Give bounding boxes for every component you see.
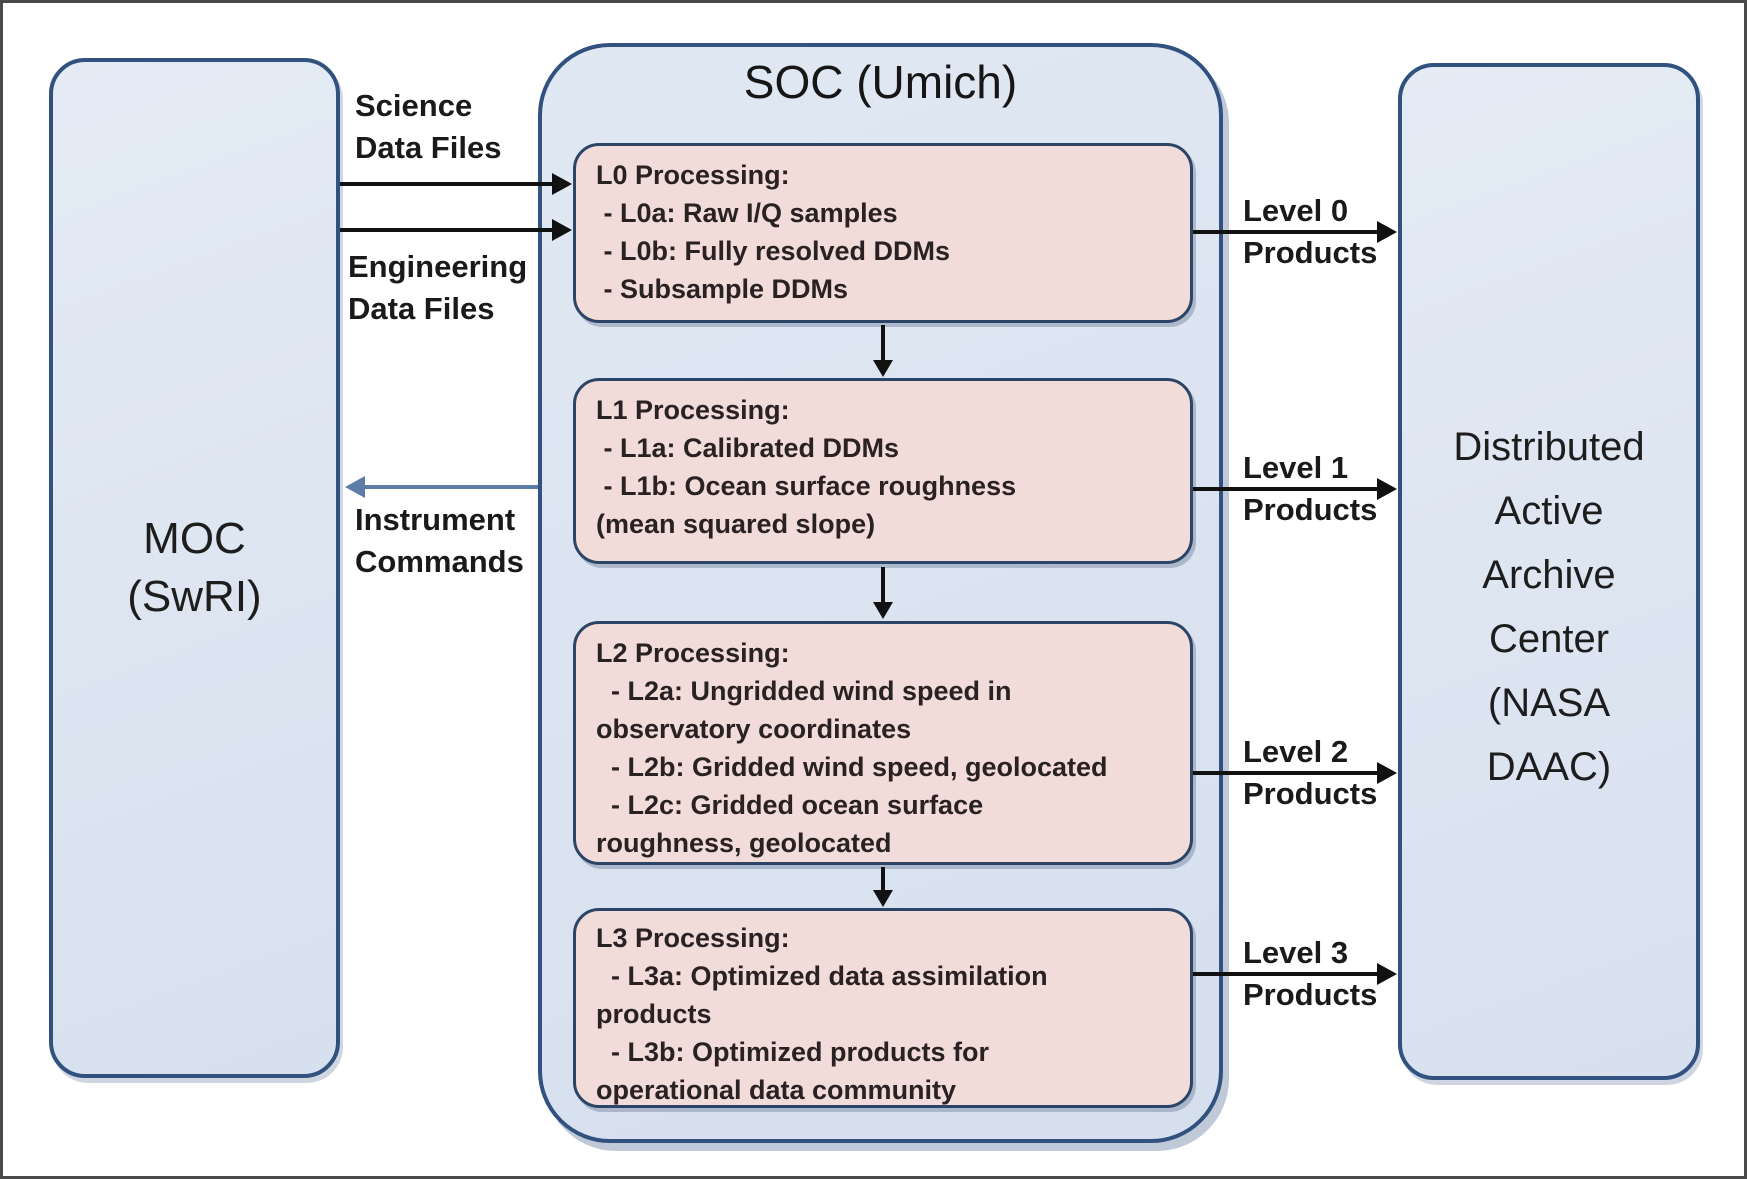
level0-label-line2: Products xyxy=(1243,235,1378,270)
l1-to-l2-arrow-line xyxy=(881,567,885,603)
level0-products-arrow-line xyxy=(1193,230,1377,234)
l2-title: L2 Processing: xyxy=(596,638,790,668)
l1-item: (mean squared slope) xyxy=(596,509,876,539)
science-label-line1: Science xyxy=(355,88,473,123)
level2-products-label: Level 2 Products xyxy=(1243,731,1377,815)
level0-products-arrowhead-icon xyxy=(1377,221,1397,243)
instrument-label-line2: Commands xyxy=(355,544,524,579)
instrument-commands-arrow-line xyxy=(365,485,538,489)
level2-products-arrow-line xyxy=(1193,771,1377,775)
l2-item: roughness, geolocated xyxy=(596,828,892,858)
level1-products-arrowhead-icon xyxy=(1377,478,1397,500)
engineering-data-arrowhead-icon xyxy=(552,219,572,241)
instrument-label-line1: Instrument xyxy=(355,502,516,537)
daac-label-line: Archive xyxy=(1482,553,1616,597)
l2-to-l3-arrow-line xyxy=(881,867,885,891)
level3-label-line2: Products xyxy=(1243,977,1378,1012)
l0-to-l1-arrowhead-icon xyxy=(873,360,893,377)
moc-label: MOC (SwRI) xyxy=(49,58,340,1078)
instrument-commands-label: Instrument Commands xyxy=(355,499,524,583)
l0-to-l1-arrow-line xyxy=(881,325,885,361)
science-data-arrow-line xyxy=(340,182,552,186)
level3-products-label: Level 3 Products xyxy=(1243,932,1377,1016)
l1-item: - L1b: Ocean surface roughness xyxy=(596,471,1017,501)
l1-processing-box: L1 Processing: - L1a: Calibrated DDMs - … xyxy=(573,378,1193,564)
l2-item: - L2a: Ungridded wind speed in xyxy=(596,676,1012,706)
science-data-arrowhead-icon xyxy=(552,173,572,195)
level3-products-arrow-line xyxy=(1193,972,1377,976)
moc-label-line2: (SwRI) xyxy=(127,572,262,621)
l3-item: operational data community xyxy=(596,1075,957,1105)
l3-processing-box: L3 Processing: - L3a: Optimized data ass… xyxy=(573,908,1193,1108)
level0-products-label: Level 0 Products xyxy=(1243,190,1377,274)
l3-title: L3 Processing: xyxy=(596,923,790,953)
level1-label-line1: Level 1 xyxy=(1243,450,1349,485)
l3-item: - L3b: Optimized products for xyxy=(596,1037,989,1067)
level2-products-arrowhead-icon xyxy=(1377,762,1397,784)
engineering-label-line1: Engineering xyxy=(348,249,528,284)
daac-box xyxy=(1398,63,1700,1080)
engineering-data-arrow-line xyxy=(340,228,552,232)
l0-title: L0 Processing: xyxy=(596,160,790,190)
level1-products-arrow-line xyxy=(1193,487,1377,491)
science-label-line2: Data Files xyxy=(355,130,502,165)
moc-label-line1: MOC xyxy=(143,514,246,563)
l2-item: observatory coordinates xyxy=(596,714,912,744)
daac-label: Distributed Active Archive Center (NASA … xyxy=(1398,415,1700,799)
l3-item: products xyxy=(596,999,712,1029)
engineering-data-files-label: Engineering Data Files xyxy=(348,246,527,330)
soc-title: SOC (Umich) xyxy=(743,56,1018,108)
l0-item: - L0a: Raw I/Q samples xyxy=(596,198,898,228)
level0-label-line1: Level 0 xyxy=(1243,193,1349,228)
daac-label-line: Center xyxy=(1488,617,1610,661)
level3-products-arrowhead-icon xyxy=(1377,963,1397,985)
daac-label-line: Active xyxy=(1494,489,1604,533)
instrument-commands-arrowhead-icon xyxy=(345,476,365,498)
l0-item: - Subsample DDMs xyxy=(596,274,849,304)
level1-label-line2: Products xyxy=(1243,492,1378,527)
level2-label-line2: Products xyxy=(1243,776,1378,811)
l1-to-l2-arrowhead-icon xyxy=(873,602,893,619)
daac-label-line: (NASA xyxy=(1487,681,1611,725)
daac-label-line: DAAC) xyxy=(1486,745,1612,789)
level2-label-line1: Level 2 xyxy=(1243,734,1349,769)
l2-item: - L2c: Gridded ocean surface xyxy=(596,790,984,820)
moc-box xyxy=(49,58,340,1078)
l2-to-l3-arrowhead-icon xyxy=(873,890,893,907)
science-data-files-label: Science Data Files xyxy=(355,85,501,169)
l2-item: - L2b: Gridded wind speed, geolocated xyxy=(596,752,1108,782)
level3-label-line1: Level 3 xyxy=(1243,935,1349,970)
engineering-label-line2: Data Files xyxy=(348,291,495,326)
l2-processing-box: L2 Processing: - L2a: Ungridded wind spe… xyxy=(573,621,1193,865)
l1-item: - L1a: Calibrated DDMs xyxy=(596,433,900,463)
l0-processing-box: L0 Processing: - L0a: Raw I/Q samples - … xyxy=(573,143,1193,323)
l1-title: L1 Processing: xyxy=(596,395,790,425)
level1-products-label: Level 1 Products xyxy=(1243,447,1377,531)
l0-item: - L0b: Fully resolved DDMs xyxy=(596,236,951,266)
l3-item: - L3a: Optimized data assimilation xyxy=(596,961,1048,991)
daac-label-line: Distributed xyxy=(1453,425,1645,469)
